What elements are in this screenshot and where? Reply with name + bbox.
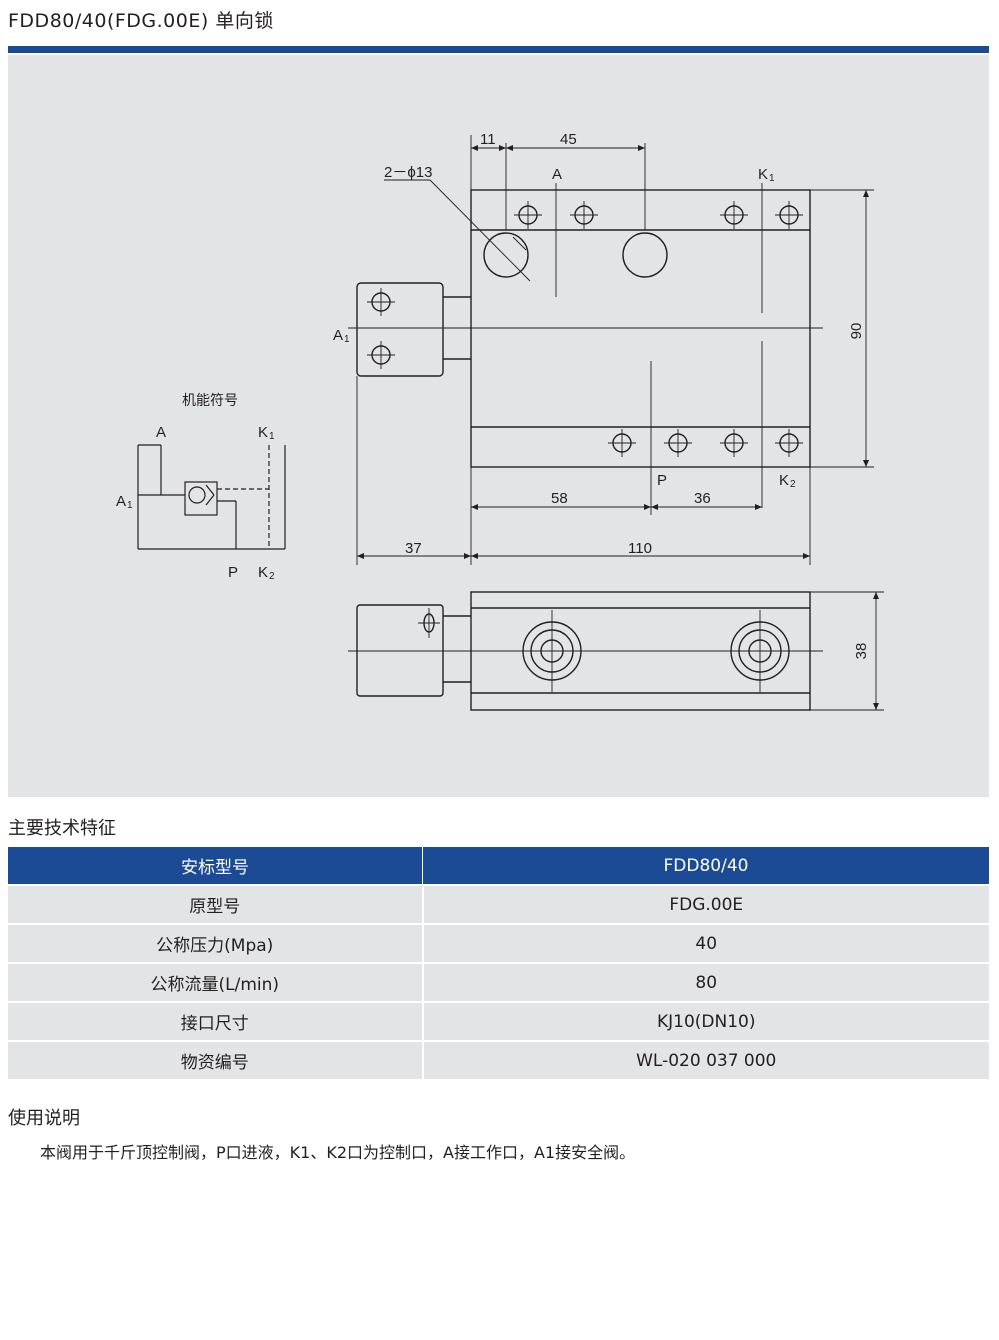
- port-subscript: 2: [269, 571, 275, 582]
- mounting-hole: [622, 232, 668, 278]
- spec-label: 公称压力(Mpa): [8, 923, 424, 963]
- table-row: 公称压力(Mpa) 40: [8, 923, 989, 963]
- port-label-a: A: [333, 327, 343, 344]
- port-label-k: K: [779, 472, 789, 489]
- port-subscript: 1: [127, 500, 133, 511]
- symbol-port-p: P: [228, 564, 238, 581]
- dimension-label: 11: [480, 131, 496, 148]
- dimension-label: 36: [694, 490, 711, 507]
- symbol-caption: 机能符号: [182, 393, 238, 409]
- hydraulic-symbol: [137, 444, 286, 550]
- port-subscript: 1: [769, 173, 775, 184]
- technical-drawing: 11 45 2－ϕ13 A K 1 A 1 90 P K 2 58 36 37 …: [116, 131, 884, 711]
- title-accent-bar: [8, 46, 989, 53]
- table-row: 公称流量(L/min) 80: [8, 962, 989, 1002]
- dimension-label: 90: [848, 323, 865, 340]
- port-subscript: 1: [269, 431, 275, 442]
- table-header-label: 安标型号: [8, 847, 423, 885]
- port-label-a: A: [552, 166, 562, 183]
- symbol-port-a: A: [156, 424, 166, 441]
- spec-value: WL-020 037 000: [422, 1040, 989, 1079]
- spec-label: 物资编号: [8, 1040, 424, 1079]
- dimension-label: 38: [853, 643, 870, 660]
- table-header-row: 安标型号 FDD80/40: [8, 847, 989, 885]
- spec-value: KJ10(DN10): [422, 1001, 989, 1041]
- port-subscript: 2: [790, 479, 796, 490]
- usage-text: 本阀用于千斤顶控制阀，P口进液，K1、K2口为控制口，A接工作口，A1接安全阀。: [40, 1143, 636, 1162]
- technical-drawing-panel: 11 45 2－ϕ13 A K 1 A 1 90 P K 2 58 36 37 …: [8, 55, 989, 797]
- symbol-port-k: K: [258, 424, 268, 441]
- spec-label: 接口尺寸: [8, 1001, 424, 1041]
- port-label-p: P: [657, 472, 667, 489]
- dimension-label: 58: [551, 490, 568, 507]
- table-row: 物资编号 WL-020 037 000: [8, 1040, 989, 1079]
- specs-heading: 主要技术特征: [8, 818, 116, 839]
- table-header-value: FDD80/40: [422, 847, 989, 885]
- symbol-port-k: K: [258, 564, 268, 581]
- spec-value: 40: [422, 923, 989, 963]
- port-subscript: 1: [344, 334, 350, 345]
- valve-body-top-view: [470, 189, 811, 468]
- dimension-label: 45: [560, 131, 577, 148]
- page-title: FDD80/40(FDG.00E) 单向锁: [8, 10, 274, 32]
- dimension-label: 110: [628, 540, 652, 557]
- dimension-label: 37: [405, 540, 422, 557]
- mounting-hole: [483, 232, 529, 278]
- holes-callout: 2－ϕ13: [384, 164, 432, 181]
- spec-value: FDG.00E: [422, 884, 989, 924]
- port-label-k: K: [758, 166, 768, 183]
- spec-label: 公称流量(L/min): [8, 962, 424, 1002]
- spec-label: 原型号: [8, 884, 424, 924]
- side-block-top-view: [356, 282, 444, 377]
- side-block-side-view: [356, 604, 444, 697]
- spec-value: 80: [422, 962, 989, 1002]
- usage-heading: 使用说明: [8, 1108, 80, 1129]
- table-row: 接口尺寸 KJ10(DN10): [8, 1001, 989, 1041]
- symbol-port-a: A: [116, 493, 126, 510]
- specs-table: 安标型号 FDD80/40 原型号 FDG.00E 公称压力(Mpa) 40 公…: [8, 847, 989, 1079]
- table-row: 原型号 FDG.00E: [8, 884, 989, 924]
